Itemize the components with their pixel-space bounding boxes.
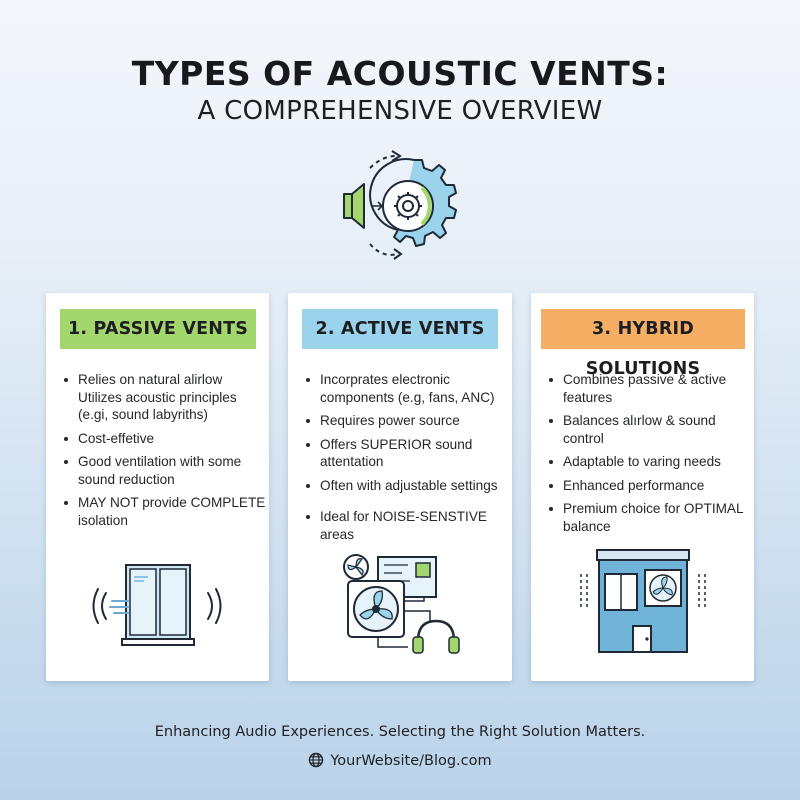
website-link[interactable]: YourWebsite/Blog.com — [0, 752, 800, 769]
list-item: Often with adjustable settings — [306, 477, 512, 495]
speaker-gear-cycle-icon — [343, 150, 457, 260]
list-item: Enhanced performance — [549, 477, 754, 495]
list-item: Relies on natural alirlow Utilizes acous… — [64, 371, 269, 424]
card-heading: 2. ACTIVE VENTS — [302, 309, 498, 349]
point-list: Incorprates electronic components (e.g, … — [288, 371, 512, 549]
list-item: Ideal for NOISE-SENSTIVE areas — [306, 508, 512, 543]
page-subtitle: A COMPREHENSIVE OVERVIEW — [197, 96, 603, 126]
list-item: Premium choice for OPTIMAL balance — [549, 500, 754, 535]
list-item: Balances alırlow & sound control — [549, 412, 754, 447]
fan-electronics-headphones-icon — [343, 554, 460, 654]
building-fan-icon — [580, 549, 706, 653]
list-item: Incorprates electronic components (e.g, … — [306, 371, 512, 406]
list-item: Good ventilation with some sound reducti… — [64, 453, 269, 488]
footer-tagline: Enhancing Audio Experiences. Selecting t… — [154, 724, 646, 740]
list-item: MAY NOT provide COMPLETE isolation — [64, 494, 269, 529]
point-list: Combines passive & active features Balan… — [531, 371, 754, 541]
list-item: Cost-effetive — [64, 430, 269, 448]
window-sound-icon — [92, 564, 222, 646]
list-item: Requires power source — [306, 412, 512, 430]
card-active-vents: 2. ACTIVE VENTS Incorprates electronic c… — [288, 293, 512, 681]
list-item: Adaptable to varing needs — [549, 453, 754, 471]
globe-icon — [309, 752, 324, 768]
list-item: Combines passive & active features — [549, 371, 754, 406]
card-passive-vents: 1. PASSIVE VENTS Relies on natural alirl… — [46, 293, 269, 681]
page-title: TYPES OF ACOUSTIC VENTS: — [131, 54, 669, 93]
card-heading: 3. HYBRID SOLUTIONS — [541, 309, 745, 379]
card-hybrid-solutions: 3. HYBRID SOLUTIONS Combines passive & a… — [531, 293, 754, 681]
point-list: Relies on natural alirlow Utilizes acous… — [46, 371, 269, 535]
website-text[interactable]: YourWebsite/Blog.com — [330, 753, 492, 769]
list-item: Offers SUPERIOR sound attentation — [306, 436, 512, 471]
card-heading: 1. PASSIVE VENTS — [60, 309, 256, 349]
